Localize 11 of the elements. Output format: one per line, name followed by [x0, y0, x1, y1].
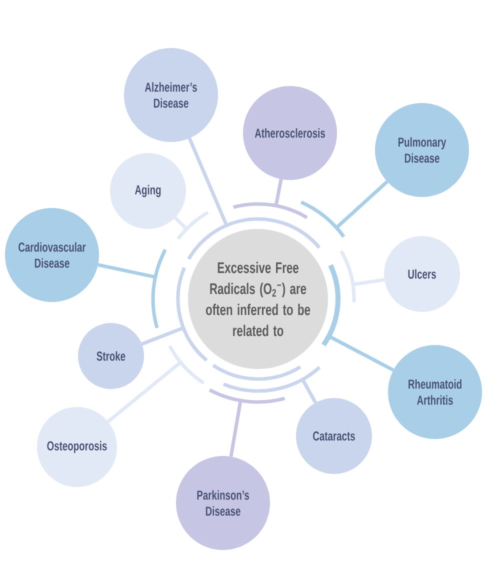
connector-line [188, 138, 228, 226]
connector-line [352, 278, 385, 286]
connector-line [141, 326, 184, 346]
connector-line [301, 378, 318, 404]
connector-line [229, 400, 242, 457]
connector-line [98, 263, 156, 279]
connector-line [106, 360, 182, 424]
connector-line [174, 216, 188, 230]
connector-line [328, 334, 394, 372]
connector-line [274, 178, 283, 206]
connector-line [335, 180, 388, 230]
